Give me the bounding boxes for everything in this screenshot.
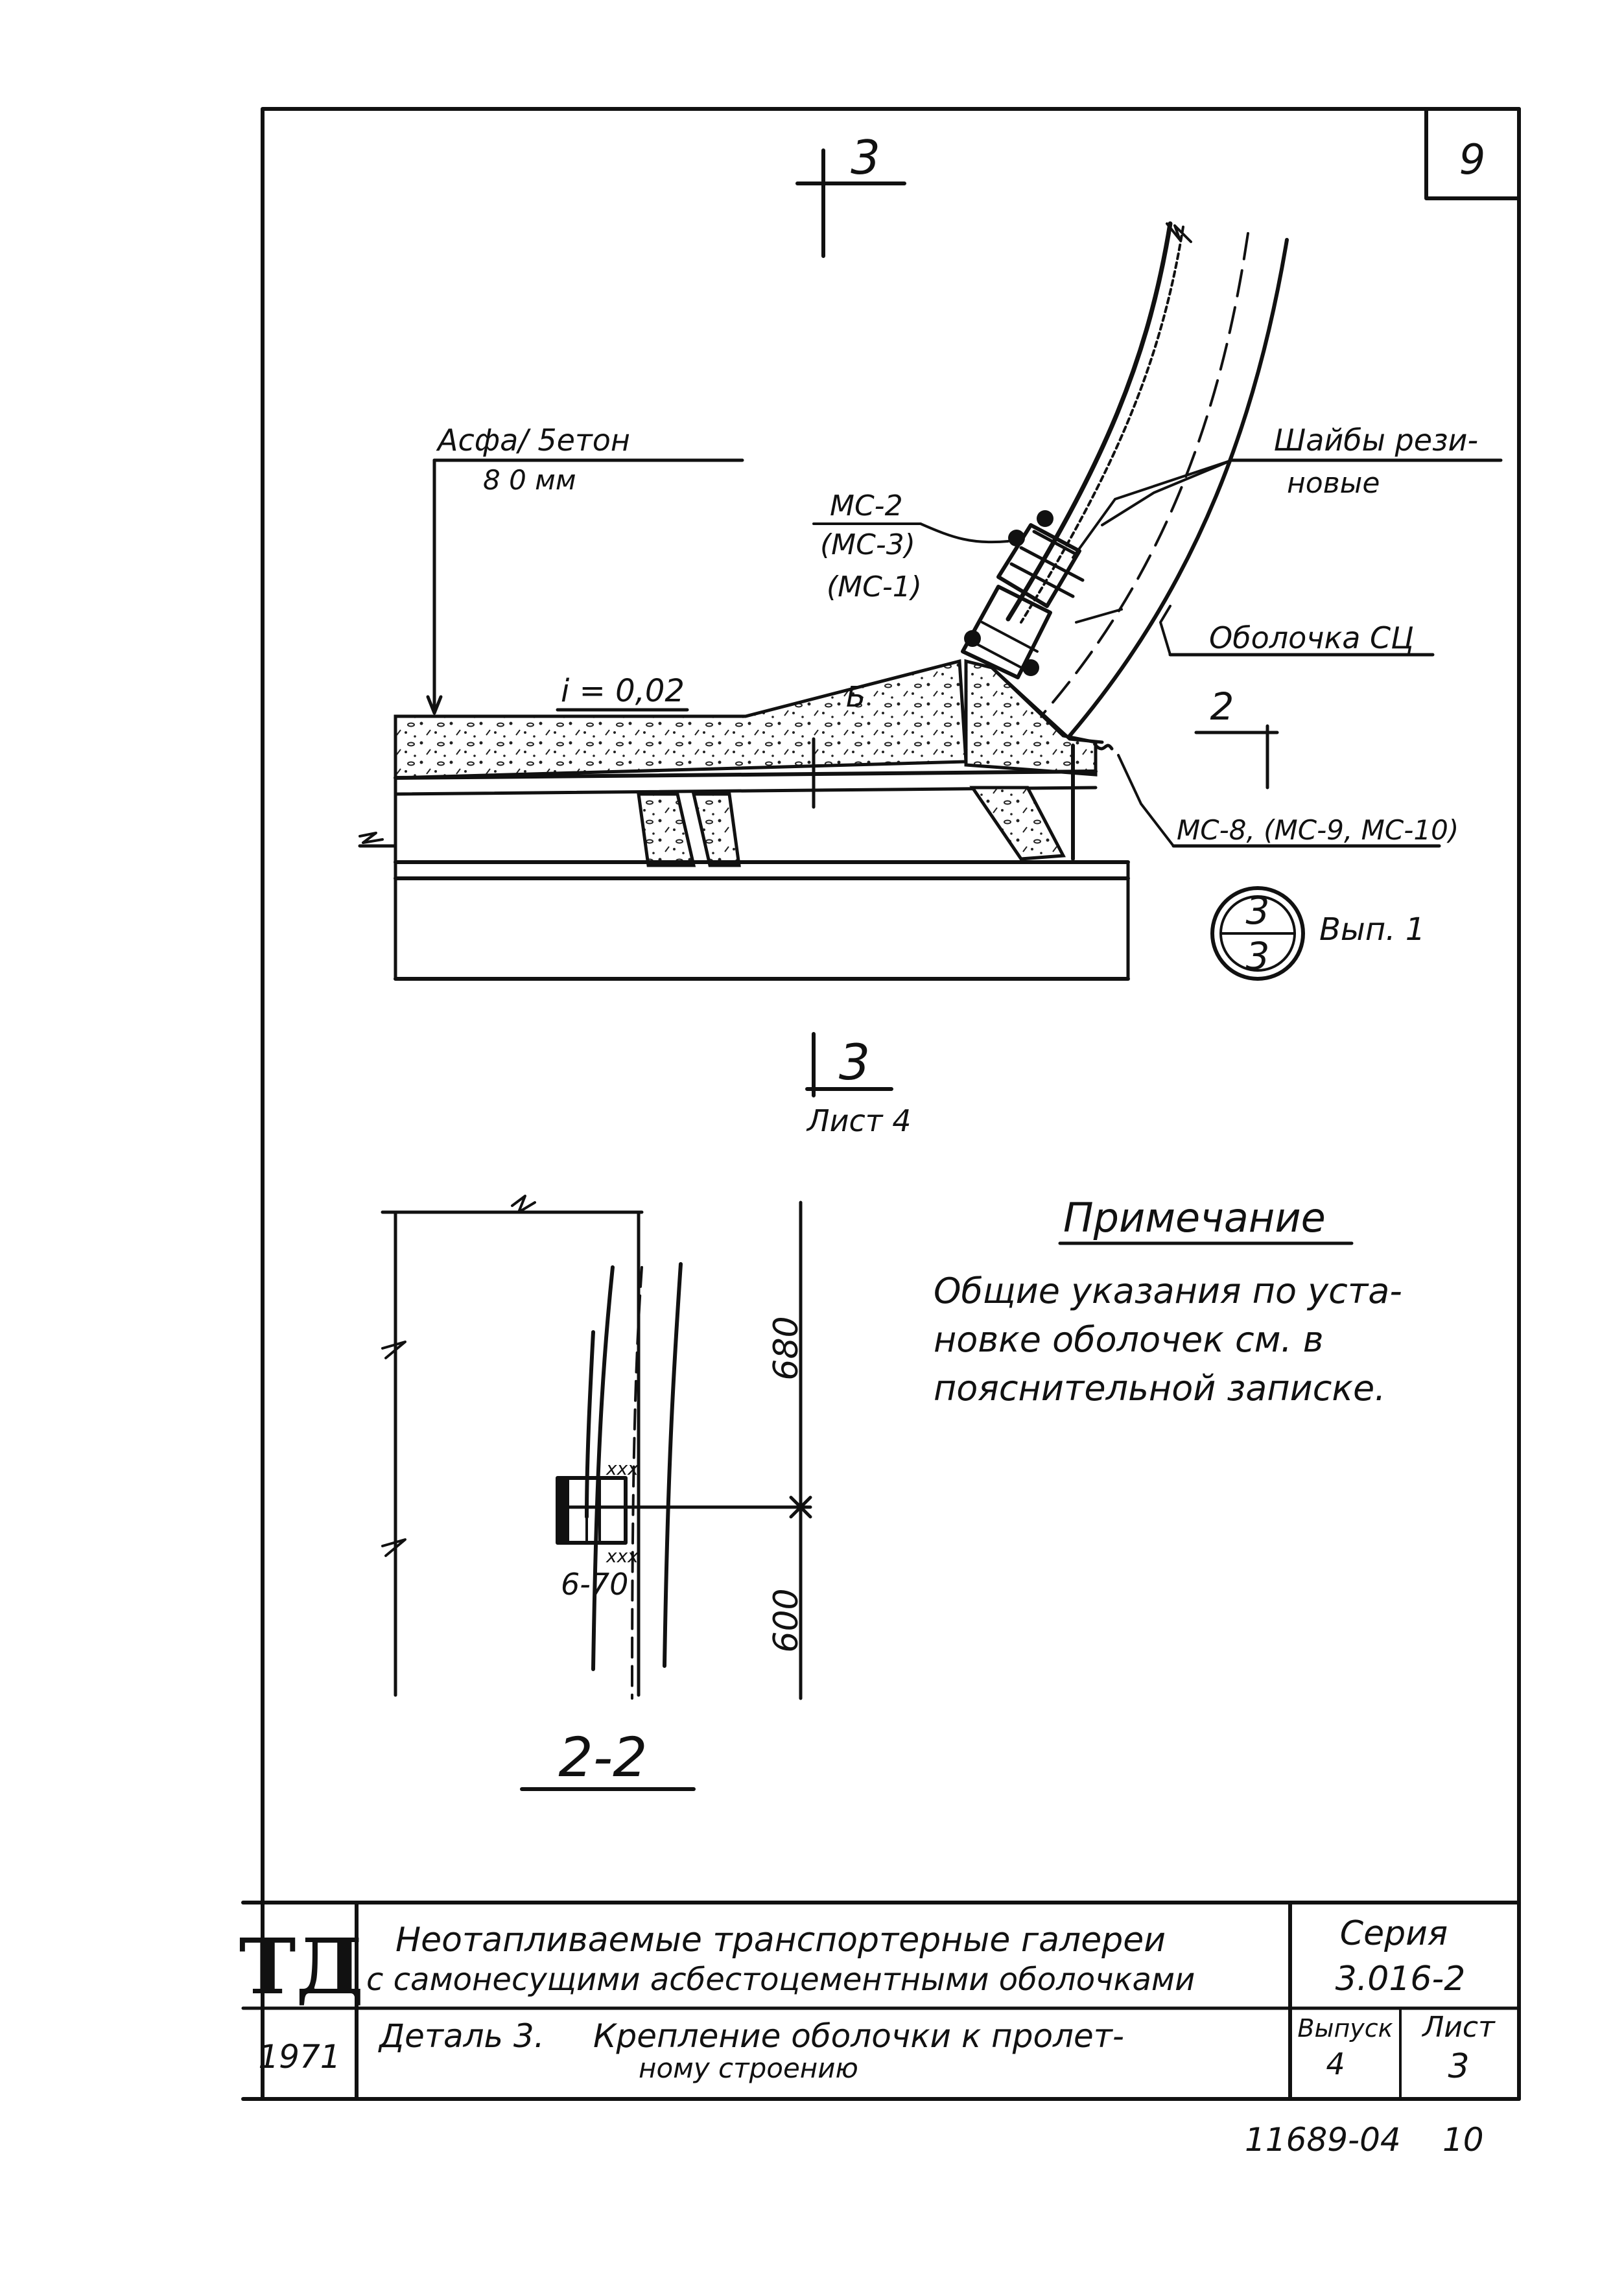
deck-ribs	[637, 744, 1075, 867]
issue-value: 4	[1326, 2046, 1345, 2081]
callout-denominator: 3	[1246, 934, 1270, 978]
washers-label: Шайбы рези- новые	[1072, 423, 1503, 559]
ms-lower-label: МС-8, (МС-9, МС-10)	[1117, 754, 1459, 848]
washers-line2: новые	[1287, 467, 1380, 500]
detail-2-2-title: 2-2	[558, 1726, 647, 1789]
detail-line1: Крепление оболочки к пролет-	[593, 2017, 1124, 2055]
ms-line3: (МС-1)	[827, 570, 922, 603]
bottom-code-text: 11689-04	[1245, 2121, 1401, 2159]
sheet-value: 3	[1448, 2047, 1469, 2086]
bolt-label: 6-70	[561, 1567, 628, 1602]
sheet-label: Лист	[1421, 2011, 1496, 2044]
section-mark-bottom-label: 3	[839, 1033, 870, 1091]
detail-2-2: xxx xxx 680 600 6-70 2-2	[381, 1195, 812, 1791]
logo: ТД	[239, 1921, 364, 2011]
washers-line1: Шайбы рези-	[1274, 423, 1478, 458]
series-label: Серия	[1340, 1914, 1448, 1953]
note-line2: новке оболочек см. в	[934, 1319, 1324, 1360]
page-number: 9	[1459, 136, 1486, 184]
bolt-crosses-bottom: xxx	[606, 1545, 639, 1567]
ms-line2: (МС-3)	[820, 528, 915, 561]
title-block: ТД 1971 Неотапливаемые транспортерные га…	[239, 1901, 1521, 2101]
note-heading: Примечание	[1063, 1194, 1326, 1241]
bottom-code: 11689-04 10	[1245, 2121, 1484, 2159]
detail-line2: ному строению	[639, 2052, 858, 2084]
ms-lower-text: МС-8, (МС-9, МС-10)	[1177, 814, 1459, 846]
dim-600: 600	[767, 1588, 806, 1652]
steel-beam	[358, 776, 1130, 981]
callout-numerator: 3	[1246, 889, 1270, 933]
asphalt-label-line1: Асфа/ 5етон	[436, 423, 630, 458]
page-number-box: 9	[1424, 107, 1521, 200]
series-value: 3.016-2	[1336, 1960, 1466, 1998]
title-line2: с самонесущими асбестоцементными оболочк…	[366, 1962, 1195, 1998]
section-mark-right: 2	[1194, 685, 1279, 790]
bottom-number: 10	[1442, 2121, 1484, 2159]
concrete-mark: Б	[846, 681, 865, 714]
section-mark-bottom: 3 Лист 4	[805, 1032, 911, 1138]
section-mark-right-label: 2	[1210, 685, 1234, 729]
deck-slab	[394, 659, 1114, 796]
issue-label: Выпуск	[1297, 2014, 1393, 2043]
asphalt-label: Асфа/ 5етон 8 0 мм	[426, 423, 744, 715]
shell-label: Оболочка СЦ	[1075, 605, 1435, 657]
year: 1971	[258, 2038, 340, 2076]
ms-label: МС-2 (МС-3) (МС-1)	[812, 489, 1009, 603]
shell-label-text: Оболочка СЦ	[1209, 620, 1414, 655]
slope-label: i = 0,02	[561, 673, 685, 709]
section-mark-top: 3	[795, 130, 906, 258]
note: Примечание Общие указания по уста- новке…	[934, 1194, 1402, 1409]
bolt-crosses-top: xxx	[606, 1458, 639, 1479]
detail-prefix: Деталь 3.	[378, 2017, 545, 2055]
asphalt-label-line2: 8 0 мм	[483, 464, 576, 496]
title-line1: Неотапливаемые транспортерные галереи	[395, 1921, 1166, 1960]
slope-mark: i = 0,02 Б	[556, 673, 865, 809]
note-line1: Общие указания по уста-	[934, 1271, 1402, 1311]
dim-680: 680	[767, 1316, 806, 1380]
detail-callout: 3 3 Вып. 1	[1210, 886, 1425, 981]
note-line3: пояснительной записке.	[934, 1368, 1385, 1409]
shell	[1006, 221, 1289, 738]
callout-issue: Вып. 1	[1319, 911, 1425, 948]
clamp-assembly	[961, 510, 1085, 679]
ms-line1: МС-2	[830, 489, 903, 522]
section-mark-top-label: 3	[851, 130, 880, 185]
section-mark-bottom-ref: Лист 4	[806, 1103, 911, 1138]
